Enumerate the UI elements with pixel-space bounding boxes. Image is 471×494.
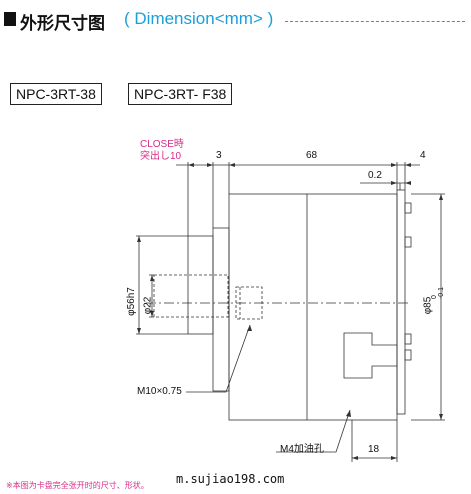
dim-0.2-label: 0.2: [368, 170, 382, 181]
square-bullet-icon: [4, 12, 16, 26]
dim-4-label: 4: [420, 150, 426, 161]
dim-56h7-label: φ56h7: [125, 287, 137, 316]
model-box-1: NPC-3RT-38: [10, 83, 102, 105]
oil-hole-label: M4加油孔: [280, 444, 324, 455]
bore-hidden: [153, 274, 229, 318]
footnote: ※本图为卡盘完全张开时的尺寸、形状。: [6, 481, 149, 490]
section-title: 外形尺寸图: [20, 14, 105, 34]
dim-3-label: 3: [216, 150, 222, 161]
back-plate: [396, 189, 406, 415]
dim-85-tolerance: 0 -0.1: [431, 286, 446, 300]
dim-22-label: φ22: [142, 296, 154, 315]
front-flange: [212, 227, 230, 392]
watermark: m.sujiao198.com: [176, 472, 285, 486]
side-port: [343, 332, 398, 379]
section-header: 外形尺寸图 ( Dimension<mm> ): [4, 8, 465, 34]
fitting-2: [404, 236, 412, 248]
boss: [187, 235, 214, 335]
dim-85-label: φ85: [422, 296, 434, 315]
close-note-line1: CLOSE時: [140, 139, 184, 150]
close-note-line2: 突出し10: [140, 151, 182, 162]
fitting-4: [404, 349, 412, 361]
dim-68-label: 68: [306, 150, 318, 161]
dim-18-label: 18: [368, 444, 380, 455]
model-box-2: NPC-3RT- F38: [128, 83, 233, 105]
fitting-1: [404, 202, 412, 214]
section-subtitle: ( Dimension<mm> ): [124, 9, 274, 28]
header-dashed-line: [285, 21, 465, 22]
fitting-3: [404, 333, 412, 345]
chuck-body: [228, 193, 398, 421]
thread-label: M10×0.75: [137, 386, 182, 397]
